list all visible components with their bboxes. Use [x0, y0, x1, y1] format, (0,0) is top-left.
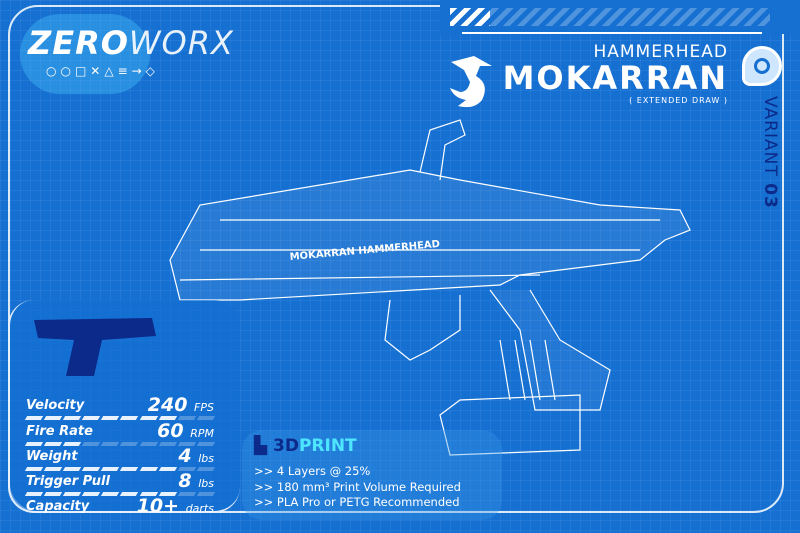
- stat-value: 8: [178, 470, 192, 492]
- bar-segment: [139, 416, 158, 420]
- print-title: ▙ 3DPRINT: [254, 436, 357, 456]
- stat-value: 60: [157, 420, 184, 442]
- print-item: >> PLA Pro or PETG Recommended: [254, 495, 460, 509]
- logo-symbols: ○○□✕△≡→◇: [46, 64, 159, 78]
- print-item: >> 4 Layers @ 25%: [254, 464, 371, 478]
- product-name: MOKARRAN: [502, 59, 728, 97]
- 3d-print-panel: ▙ 3DPRINT >> 4 Layers @ 25% >> 180 mm³ P…: [242, 430, 502, 520]
- bar-segment: [63, 492, 82, 496]
- stat-value: 10+: [136, 495, 180, 517]
- frame-border: [8, 5, 784, 513]
- bar-segment: [101, 492, 120, 496]
- bar-segment: [24, 416, 44, 420]
- bar-segment: [82, 442, 101, 446]
- zeroworx-badge-icon: [742, 46, 782, 86]
- zeroworx-logo: ZEROWORX ○○□✕△≡→◇: [28, 24, 234, 78]
- printer-icon: ▙: [254, 436, 273, 456]
- stat-value: 4: [178, 445, 192, 467]
- bar-segment: [101, 442, 120, 446]
- print-item: >> 180 mm³ Print Volume Required: [254, 479, 461, 494]
- bar-segment: [82, 416, 101, 420]
- bar-segment: [101, 467, 120, 471]
- variant-number: 03: [760, 183, 780, 209]
- top-divider: [462, 32, 762, 34]
- stat-capacity: Capacity 10+ darts: [26, 495, 214, 525]
- bar-segment: [63, 467, 82, 471]
- bar-segment: [63, 442, 82, 446]
- product-note: ( EXTENDED DRAW ): [629, 96, 728, 105]
- bar-segment: [101, 416, 120, 420]
- stat-label: Capacity: [26, 499, 90, 514]
- bar-segment: [24, 467, 44, 471]
- bar-segment: [43, 442, 63, 446]
- hammerhead-shark-icon: [446, 52, 496, 112]
- stat-label: Velocity: [26, 398, 85, 413]
- bar-segment: [139, 467, 158, 471]
- bar-segment: [63, 416, 82, 420]
- stat-unit: lbs: [198, 452, 214, 465]
- stat-trigger-pull: Trigger Pull 8 lbs: [24, 470, 216, 500]
- stat-weight: Weight 4 lbs: [24, 445, 216, 475]
- print-title-a: 3D: [273, 436, 299, 456]
- frame-notch: [440, 0, 800, 34]
- stat-label: Trigger Pull: [26, 474, 110, 489]
- blaster-blueprint: MOKARRAN HAMMERHEAD: [169, 119, 691, 456]
- print-title-b: PRINT: [298, 436, 357, 456]
- stat-unit: darts: [185, 502, 214, 515]
- bar-segment: [120, 442, 139, 446]
- bar-segment: [43, 467, 63, 471]
- stat-unit: RPM: [190, 427, 214, 440]
- hazard-stripes-bright: [450, 8, 490, 26]
- hazard-stripes: [450, 8, 770, 26]
- bar-segment: [158, 442, 177, 446]
- product-title: HAMMERHEAD MOKARRAN ( EXTENDED DRAW ): [503, 42, 728, 105]
- stat-velocity: Velocity 240 FPS: [24, 394, 216, 424]
- variant-label: VARIANT 03: [760, 96, 780, 209]
- bar-segment: [120, 416, 139, 420]
- blaster-silhouette: [34, 318, 156, 376]
- stat-label: Weight: [26, 449, 78, 464]
- logo-bold: ZERO: [28, 24, 129, 62]
- product-line: HAMMERHEAD: [593, 42, 728, 62]
- stat-fire-rate: Fire Rate 60 RPM: [24, 420, 216, 450]
- stat-unit: FPS: [194, 401, 214, 414]
- bar-segment: [43, 492, 63, 496]
- bar-segment: [82, 467, 101, 471]
- stat-value: 240: [147, 394, 188, 416]
- bar-segment: [43, 416, 63, 420]
- bar-segment: [24, 442, 44, 446]
- bar-segment: [158, 467, 177, 471]
- stat-label: Fire Rate: [26, 424, 93, 439]
- variant-text: VARIANT: [760, 96, 780, 177]
- bar-segment: [139, 442, 158, 446]
- stat-unit: lbs: [198, 477, 214, 490]
- logo-light: WORX: [128, 24, 234, 62]
- bar-segment: [120, 467, 139, 471]
- shark-background-graphic: [20, 14, 150, 94]
- bar-segment: [82, 492, 101, 496]
- bar-segment: [24, 492, 44, 496]
